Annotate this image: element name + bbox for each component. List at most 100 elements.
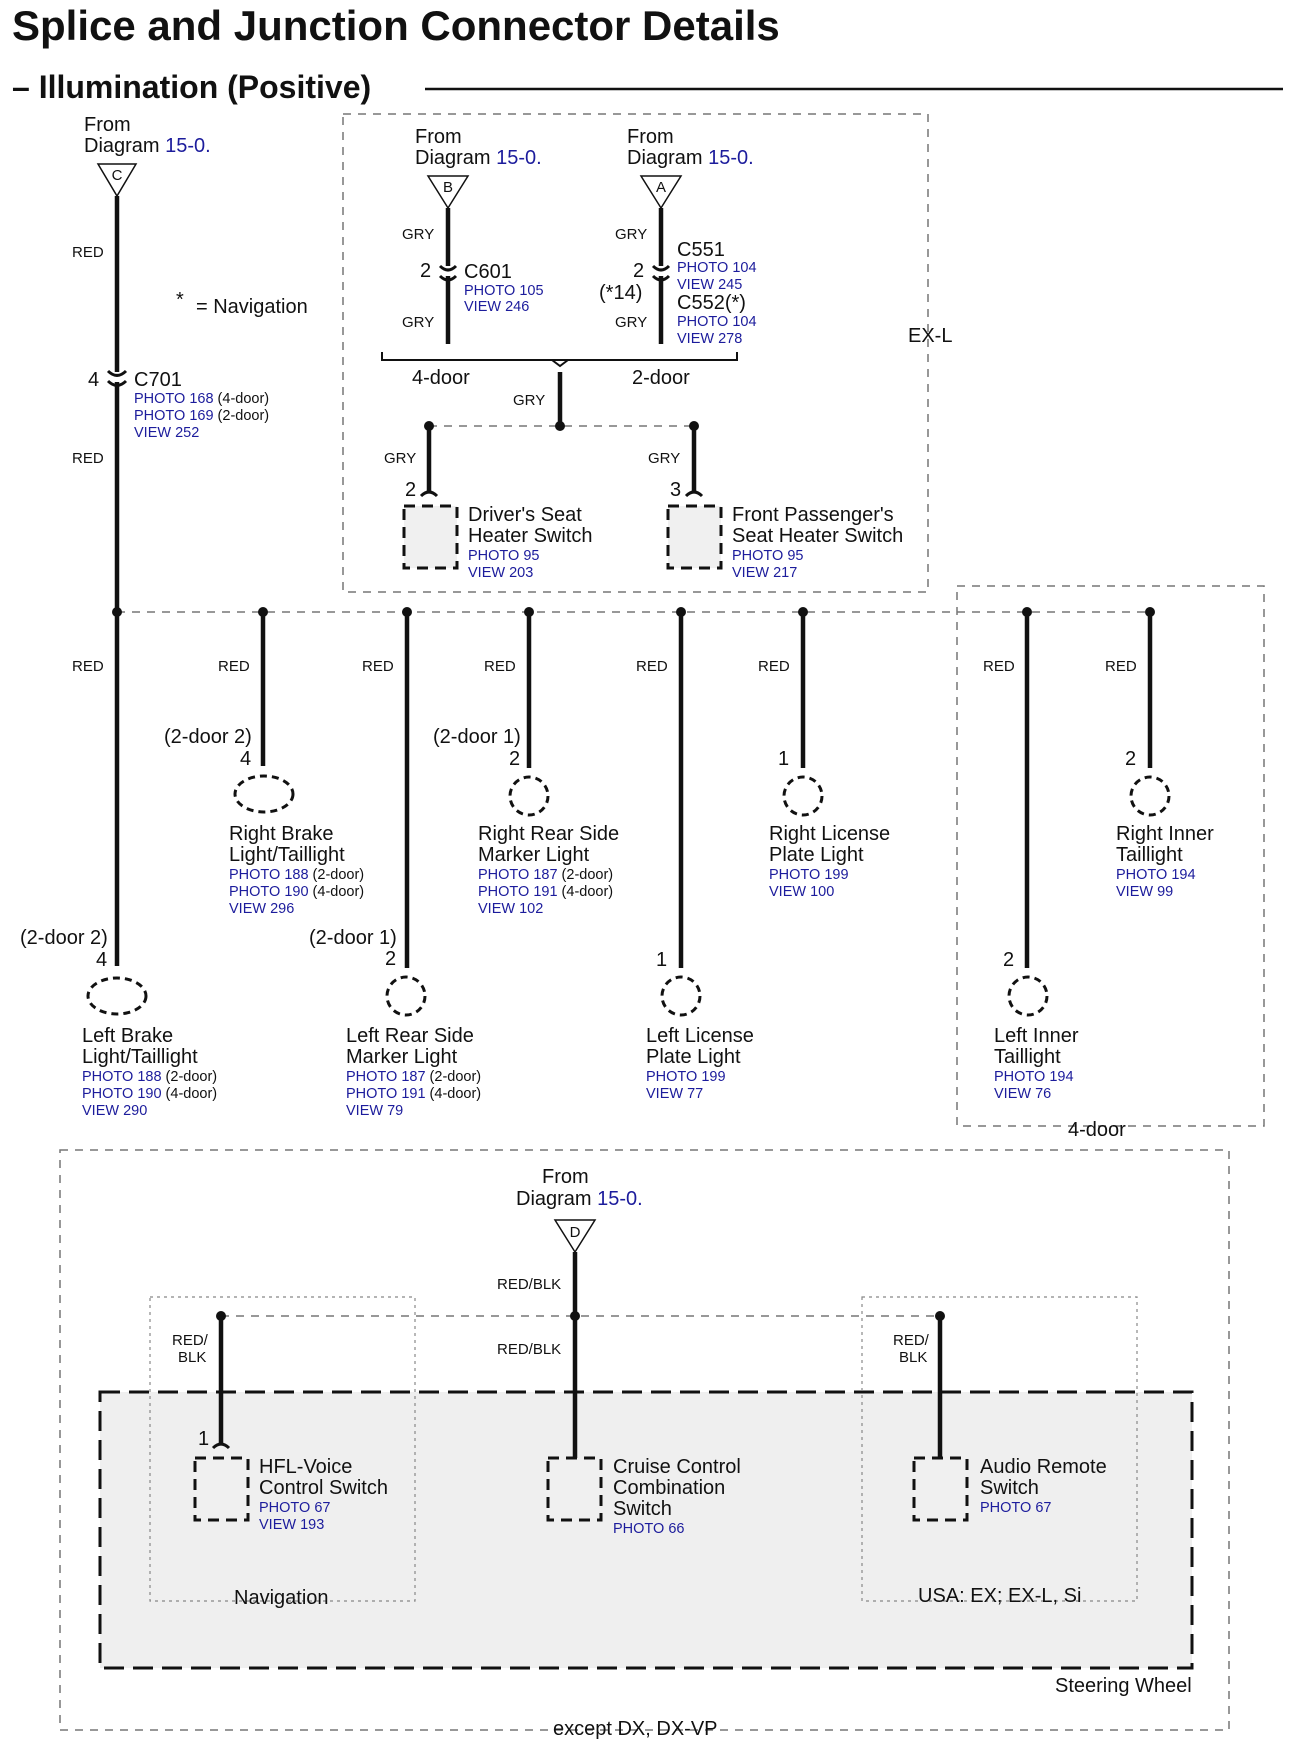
c552-photo: PHOTO 104 xyxy=(677,314,757,330)
wire-label-red-10: RED xyxy=(1105,658,1137,675)
left-brake-pin: 4 xyxy=(96,949,107,971)
wire-label-redblk-1: RED/BLK xyxy=(497,1276,561,1293)
audio-remote-switch xyxy=(912,1456,969,1522)
except-dx-label: except DX, DX-VP xyxy=(553,1718,718,1740)
right-rear-side-marker-light xyxy=(508,775,550,817)
audio-name-1: Audio Remote xyxy=(980,1456,1107,1478)
c551-pin: 2 xyxy=(633,260,644,282)
bracket-tip xyxy=(551,359,569,368)
left-rear-side-photo-2: PHOTO 191 (4-door) xyxy=(346,1086,481,1102)
source-a-diagram: Diagram 15-0. xyxy=(627,147,754,169)
left-inner-taillight xyxy=(1007,975,1049,1017)
right-rear-side-pin: 2 xyxy=(509,748,520,770)
right-brake-photo-2: PHOTO 190 (4-door) xyxy=(229,884,364,900)
page-title: Splice and Junction Connector Details xyxy=(12,2,780,49)
left-brake-view: VIEW 290 xyxy=(82,1103,147,1119)
passenger-seat-name-2: Seat Heater Switch xyxy=(732,525,903,547)
wire-label-gry-7: GRY xyxy=(648,450,680,467)
driver-seat-terminal xyxy=(419,490,439,498)
right-rear-side-photo-1: PHOTO 187 (2-door) xyxy=(478,867,613,883)
right-rear-side-view: VIEW 102 xyxy=(478,901,543,917)
steering-splice-dot-center xyxy=(570,1311,580,1321)
c551-view: VIEW 245 xyxy=(677,277,742,293)
passenger-seat-name-1: Front Passenger's xyxy=(732,504,894,526)
navigation-label: Navigation xyxy=(234,1587,329,1609)
seat-splice-dot-center xyxy=(555,421,565,431)
source-d-letter: D xyxy=(570,1224,581,1241)
right-license-name-1: Right License xyxy=(769,823,890,845)
c701-name: C701 xyxy=(134,369,182,391)
usa-label: USA: EX; EX-L, Si xyxy=(918,1585,1081,1607)
c601-view: VIEW 246 xyxy=(464,299,529,315)
source-c-diagram: Diagram 15-0. xyxy=(84,135,211,157)
wire-label-blk-s-2: BLK xyxy=(899,1349,927,1366)
driver-seat-view: VIEW 203 xyxy=(468,565,533,581)
wire-label-red-5: RED xyxy=(362,658,394,675)
wire-label-blk-s-1: BLK xyxy=(178,1349,206,1366)
cruise-photo: PHOTO 66 xyxy=(613,1521,684,1537)
source-c-from: From xyxy=(84,114,131,136)
hfl-photo: PHOTO 67 xyxy=(259,1500,330,1516)
four-door-box-label: 4-door xyxy=(1068,1119,1126,1141)
right-rear-side-note: (2-door 1) xyxy=(433,726,521,748)
source-d-diagram: Diagram 15-0. xyxy=(516,1188,643,1210)
right-inner-name-1: Right Inner xyxy=(1116,823,1214,845)
left-brake-name-1: Left Brake xyxy=(82,1025,173,1047)
right-brake-pin: 4 xyxy=(240,748,251,770)
wire-label-red-1: RED xyxy=(72,244,104,261)
right-license-plate-light xyxy=(782,775,824,817)
source-b-triangle xyxy=(426,175,470,210)
wire-label-red-8: RED xyxy=(758,658,790,675)
exl-label: EX-L xyxy=(908,325,952,347)
left-license-pin: 1 xyxy=(656,949,667,971)
left-inner-name-2: Taillight xyxy=(994,1046,1061,1068)
c601-name: C601 xyxy=(464,261,512,283)
right-inner-pin: 2 xyxy=(1125,748,1136,770)
left-rear-side-view: VIEW 79 xyxy=(346,1103,403,1119)
left-rear-side-name-2: Marker Light xyxy=(346,1046,458,1068)
wire-label-red-s-1: RED/ xyxy=(172,1332,209,1349)
driver-seat-heater-switch xyxy=(402,504,459,570)
right-brake-note: (2-door 2) xyxy=(164,726,252,748)
wire-label-red-9: RED xyxy=(983,658,1015,675)
passenger-seat-heater-switch xyxy=(666,504,723,570)
source-b-from: From xyxy=(415,126,462,148)
c551-note: (*14) xyxy=(599,282,642,304)
hfl-voice-control-switch xyxy=(193,1456,250,1522)
steering-wheel-box xyxy=(98,1390,1194,1670)
hfl-name-1: HFL-Voice xyxy=(259,1456,352,1478)
page-subtitle: – Illumination (Positive) xyxy=(12,69,371,105)
source-b-letter: B xyxy=(443,179,453,196)
wire-label-gry-5: GRY xyxy=(513,392,545,409)
right-inner-view: VIEW 99 xyxy=(1116,884,1173,900)
wire-label-gry-1: GRY xyxy=(402,226,434,243)
c701-view: VIEW 252 xyxy=(134,425,199,441)
c551-photo: PHOTO 104 xyxy=(677,260,757,276)
right-brake-name-2: Light/Taillight xyxy=(229,844,345,866)
left-rear-side-name-1: Left Rear Side xyxy=(346,1025,474,1047)
rear-splice-dot-1 xyxy=(112,607,122,617)
usa-group-box xyxy=(861,1296,1138,1602)
left-brake-photo-1: PHOTO 188 (2-door) xyxy=(82,1069,217,1085)
cruise-name-1: Cruise Control xyxy=(613,1456,741,1478)
left-brake-photo-2: PHOTO 190 (4-door) xyxy=(82,1086,217,1102)
right-inner-photo: PHOTO 194 xyxy=(1116,867,1196,883)
left-inner-pin: 2 xyxy=(1003,949,1014,971)
passenger-seat-terminal xyxy=(684,490,704,498)
four-door-group-box xyxy=(956,585,1265,1127)
steering-wheel-label: Steering Wheel xyxy=(1055,1675,1192,1697)
c552-name: C552(*) xyxy=(677,292,746,314)
right-rear-side-photo-2: PHOTO 191 (4-door) xyxy=(478,884,613,900)
left-rear-side-note: (2-door 1) xyxy=(309,927,397,949)
except-dx-group-box xyxy=(59,1149,1230,1731)
left-rear-side-pin: 2 xyxy=(385,948,396,970)
source-d-from: From xyxy=(542,1166,589,1188)
c701-photo-2: PHOTO 169 (2-door) xyxy=(134,408,269,424)
wire-label-red-2: RED xyxy=(72,450,104,467)
c701-photo-1: PHOTO 168 (4-door) xyxy=(134,391,269,407)
right-license-name-2: Plate Light xyxy=(769,844,864,866)
source-d-triangle xyxy=(553,1219,597,1254)
c601-pin: 2 xyxy=(420,260,431,282)
exl-group-box xyxy=(342,113,929,593)
right-brake-view: VIEW 296 xyxy=(229,901,294,917)
